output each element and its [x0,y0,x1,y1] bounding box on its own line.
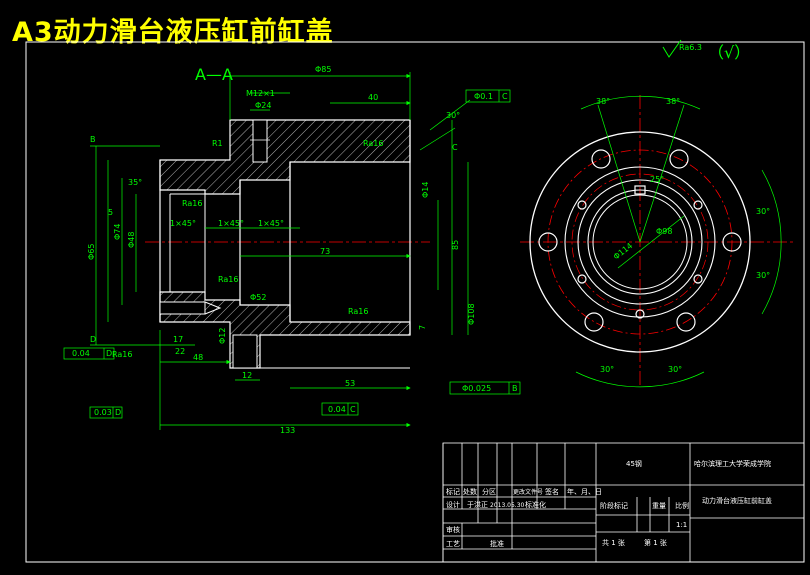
tol-mid-ref: C [350,405,356,414]
drawing-title: A3动力滑台液压缸前缸盖 [12,17,334,48]
tb-school: 哈尔滨理工大学荣成学院 [694,459,771,468]
dim-m12: M12×1 [246,89,275,98]
upper-section-body [159,119,411,195]
tb-sheets: 共 1 张 [602,538,625,547]
dim-phi98: Φ98 [656,227,672,236]
dim-phi52: Φ52 [250,293,266,302]
tol-bl-ref: D [115,408,121,417]
tb-review: 审核 [446,525,460,534]
angle-38a: 38° [596,97,610,106]
tb-sheet-no: 第 1 张 [644,538,667,547]
angle-30a: 30° [756,207,770,216]
dim-85: 85 [451,240,460,250]
roughness-note: Ra6.3 （√） [662,39,750,62]
dim-overall-diameter: Φ85 [315,65,331,74]
tb-approve: 批准 [490,539,504,548]
dim-r1: R1 [212,139,223,148]
tb-scale: 比例 [675,501,689,510]
dim-5: 5 [108,208,113,217]
datum-b: B [90,135,96,144]
tb-part-name: 动力滑台液压缸前缸盖 [702,496,772,505]
tb-mark: 标记 [446,487,460,496]
tb-design-date: 2013.05.30 [490,502,525,509]
tolerance-frames: Φ0.1 C Φ0.025 B 0.04 C 0.04 D 0.03 D [63,89,521,419]
dim-133: 133 [280,426,295,435]
angle-30b: 30° [756,271,770,280]
tol-bl: 0.03 [94,408,112,417]
datum-c: C [452,143,458,152]
section-labels: A—A Φ85 40 M12×1 Φ24 30° R1 Ra16 Ra16 Ra… [87,65,476,435]
drawing-frame [25,41,805,563]
section-dimensions [90,72,471,430]
tol-bottom-ref: B [512,384,518,393]
tb-material: 45钢 [626,459,642,468]
dim-phi14: Φ14 [421,182,430,198]
tb-change: 更改文件号 [513,488,543,496]
dim-phi48: Φ48 [127,232,136,248]
dim-73: 73 [320,247,330,256]
tb-stage: 阶段标记 [600,501,628,510]
tb-date: 年、月、日 [567,487,602,496]
roughness-other: （√） [708,43,750,62]
tb-weight: 重量 [652,502,666,510]
dim-thread-1: 1×45° [170,219,196,228]
tb-design: 设计 [446,500,460,509]
dim-phi108: Φ108 [467,303,476,325]
roughness-value: Ra6.3 [679,43,702,52]
ra16-a: Ra16 [363,139,383,148]
section-label: A—A [195,65,233,84]
dim-ra16-left: Ra16 [112,350,132,359]
dim-40: 40 [368,93,378,102]
dim-48: 48 [193,353,203,362]
tol-top: Φ0.1 [474,92,493,101]
dim-25: 25° [650,175,664,184]
dim-17: 17 [173,335,183,344]
tol-mid: 0.04 [328,405,346,414]
dim-35: 35° [128,178,142,187]
angle-30c: 30° [600,365,614,374]
dim-7: 7 [418,325,427,330]
dim-22: 22 [175,347,185,356]
end-view: 38° 38° 30° 30° 30° 30° Φ98 Φ114 25° [520,95,795,388]
angle-38b: 38° [666,97,680,106]
title-block [442,442,805,563]
tol-bottom: Φ0.025 [462,384,491,393]
section-view [145,119,430,369]
dim-12: 12 [242,371,252,380]
tb-designer: 于洪正 [467,500,488,509]
tb-scale-val: 1:1 [676,521,687,529]
dim-24: Φ24 [255,101,271,110]
dim-53: 53 [345,379,355,388]
dim-thread-2: 1×45° [218,219,244,228]
tb-count: 处数 [463,487,477,496]
tol-left-ref: D [106,349,112,358]
tol-top-ref: C [502,92,508,101]
title-block-text: 45钢 哈尔滨理工大学荣成学院 动力滑台液压缸前缸盖 标记 处数 分区 更改文件… [446,459,772,548]
ra16-d: Ra16 [348,307,368,316]
bolt-holes [538,149,742,332]
angle-30d: 30° [668,365,682,374]
dim-phi74: Φ74 [113,224,122,240]
ra16-b: Ra16 [182,199,202,208]
datum-d: D [90,335,96,344]
tb-process: 工艺 [446,540,460,548]
tb-zone: 分区 [482,487,496,496]
ra16-c: Ra16 [218,275,238,284]
tol-left: 0.04 [72,349,90,358]
dim-phi65: Φ65 [87,244,96,260]
tb-standard: 标准化 [525,500,546,509]
outer-flange-circle [529,131,751,353]
dim-phi114: Φ114 [612,241,635,261]
dim-30-top: 30° [446,111,460,120]
tb-sign: 签名 [545,487,559,496]
dim-phi12: Φ12 [218,328,227,344]
dim-thread-3: 1×45° [258,219,284,228]
bolt-pitch-circle [547,149,733,335]
